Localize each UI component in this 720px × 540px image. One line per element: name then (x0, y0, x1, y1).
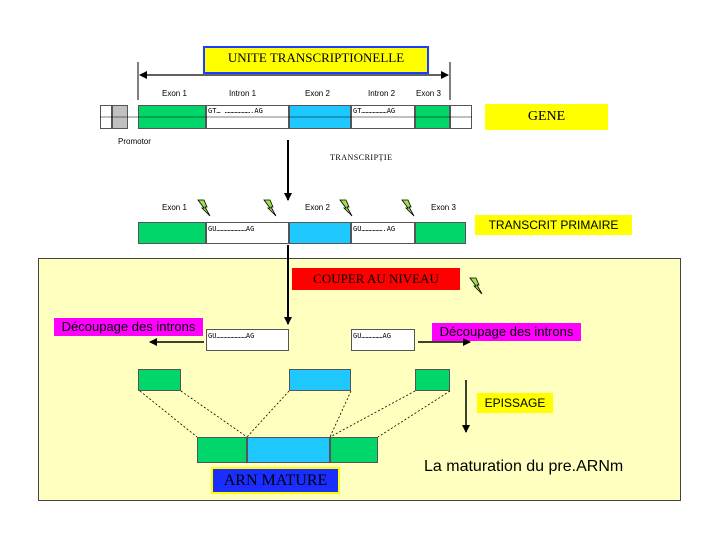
gene-label-intron2: Intron 2 (368, 89, 396, 98)
excised-intron1-sequence: GU…………………AG (208, 332, 255, 340)
lightning-icon-2 (263, 199, 277, 217)
lightning-icon-1 (197, 199, 211, 217)
transcript-exon1 (138, 222, 206, 244)
mature-rna-label: ARN MATURE (211, 467, 340, 494)
splicing-label-right: Découpage des introns (432, 323, 581, 341)
gene-label-exon2: Exon 2 (305, 89, 330, 98)
promoter-label: Promotor (118, 137, 151, 146)
transcript-exon3 (415, 222, 466, 244)
separated-exon1 (138, 369, 181, 391)
lightning-icon-5 (469, 277, 483, 295)
transcript-label-exon3: Exon 3 (431, 203, 456, 212)
lightning-icon-3 (339, 199, 353, 217)
mature-exon1 (197, 437, 247, 463)
transcription-unit-title: UNITE TRANSCRIPTIONELLE (203, 46, 429, 74)
gene-label-exon3: Exon 3 (416, 89, 441, 98)
excised-intron1 (206, 329, 289, 351)
excised-intron2 (351, 329, 415, 351)
primary-transcript-label: TRANSCRIT PRIMAIRE (475, 215, 632, 235)
gene-intron2-sequence: GT………………AG (353, 107, 396, 115)
gene-label-intron1: Intron 1 (229, 89, 257, 98)
gene-label-exon1: Exon 1 (162, 89, 187, 98)
caption: La maturation du pre.ARNm (424, 458, 624, 475)
transcript-exon2 (289, 222, 351, 244)
mature-exon2 (247, 437, 330, 463)
transcription-label: TRANSCRIPȚIE (330, 153, 393, 162)
splicing-label-left: Découpage des introns (54, 318, 203, 336)
epissage-label: EPISSAGE (477, 393, 553, 413)
gene-intron1-sequence: GT… ……………….AG (208, 107, 263, 115)
cut-label: COUPER AU NIVEAU (292, 268, 460, 290)
transcript-intron1 (206, 222, 289, 244)
transcript-intron2 (351, 222, 415, 244)
mature-exon3 (330, 437, 378, 463)
gene-label-box: GENE (485, 104, 608, 130)
separated-exon3 (415, 369, 450, 391)
excised-intron2-sequence: GU……………AG (353, 332, 391, 340)
lightning-icon-4 (401, 199, 415, 217)
transcript-label-exon2: Exon 2 (305, 203, 330, 212)
transcript-intron1-sequence: GU…………………AG (208, 225, 255, 233)
transcript-intron2-sequence: GU…………….AG (353, 225, 396, 233)
separated-exon2 (289, 369, 351, 391)
transcript-label-exon1: Exon 1 (162, 203, 187, 212)
splice-join-lines (139, 390, 451, 438)
